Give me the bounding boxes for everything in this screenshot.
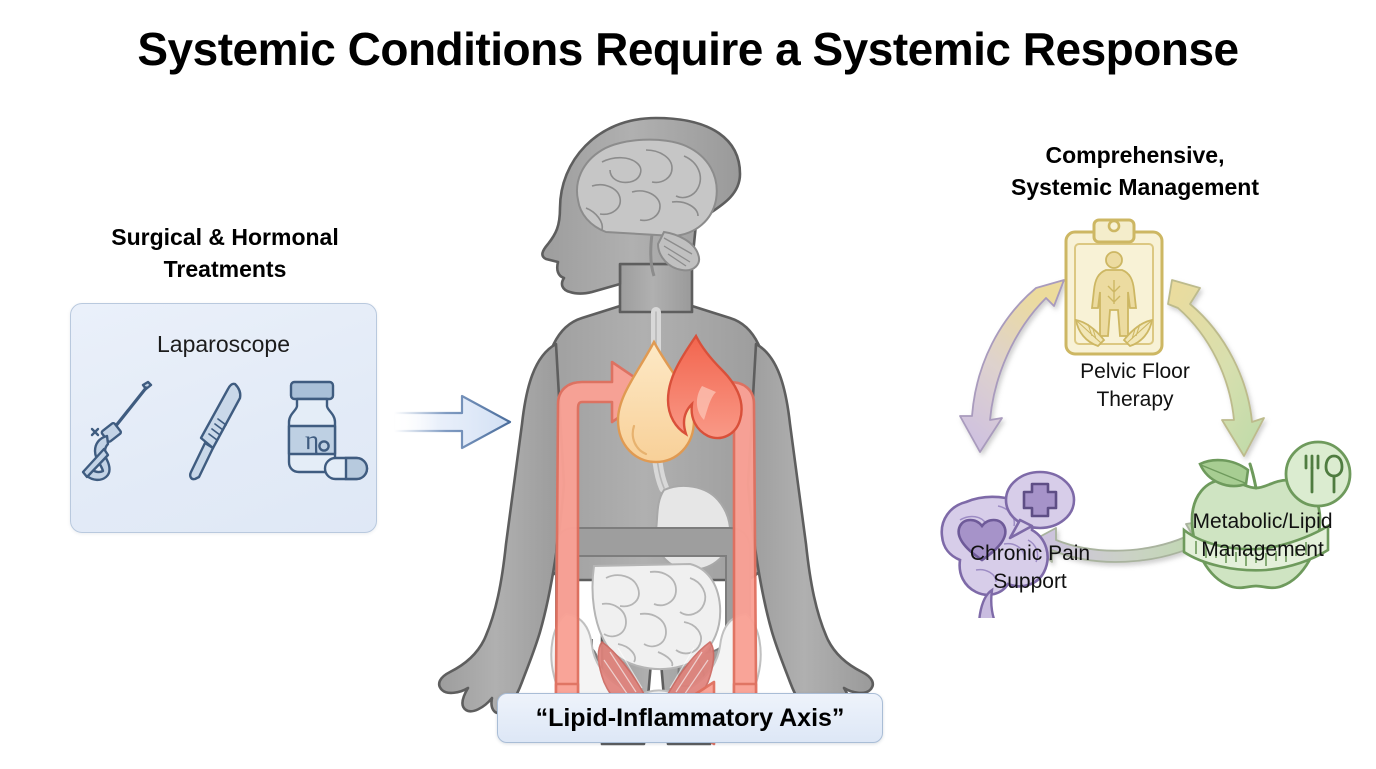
lipid-inflammatory-axis-caption: “Lipid-Inflammatory Axis” bbox=[497, 693, 883, 743]
brain-organ bbox=[576, 138, 718, 277]
treatment-icon-group: η bbox=[71, 376, 376, 493]
left-panel-heading: Surgical & Hormonal Treatments bbox=[60, 222, 390, 285]
svg-text:η: η bbox=[304, 425, 318, 455]
heart-icon bbox=[957, 518, 1007, 562]
transition-arrow bbox=[392, 388, 514, 461]
metabolic-lipid-management-icon bbox=[1182, 440, 1352, 590]
metabolic-label-line2: Management bbox=[1201, 537, 1324, 561]
left-panel-heading-line1: Surgical & Hormonal bbox=[111, 224, 339, 250]
laparoscope-instrument-icon bbox=[77, 376, 163, 493]
pelvic-floor-therapy-label: Pelvic Floor Therapy bbox=[1015, 358, 1255, 413]
chronic-label-line1: Chronic Pain bbox=[969, 542, 1091, 565]
metabolic-label-line1: Metabolic/Lipid bbox=[1192, 510, 1333, 533]
fork-tines bbox=[1304, 454, 1320, 470]
human-body-silhouette bbox=[406, 104, 966, 769]
chronic-label-line2: Support bbox=[993, 569, 1067, 593]
arrow-pain-to-pelvic bbox=[959, 279, 1065, 453]
flame-icon bbox=[666, 333, 743, 440]
chronic-pain-support-label: Chronic Pain Support bbox=[915, 540, 1145, 595]
capsule-pill-icon bbox=[323, 457, 368, 481]
right-panel-heading-line1: Comprehensive, bbox=[1045, 142, 1225, 168]
pelvic-label-line2: Therapy bbox=[1096, 387, 1174, 411]
management-cycle-diagram bbox=[940, 218, 1352, 618]
arrow-pelvic-to-metabolic bbox=[1167, 279, 1265, 457]
comprehensive-management-panel: Comprehensive, Systemic Management bbox=[910, 140, 1360, 618]
plus-icon bbox=[1022, 482, 1058, 518]
hormone-vial-icon: η bbox=[267, 376, 371, 493]
apple-leaf bbox=[1198, 458, 1250, 488]
treatment-box[interactable]: Laparoscope bbox=[70, 303, 377, 534]
lipid-droplet-flame-icon bbox=[616, 333, 743, 464]
measuring-tape bbox=[1182, 523, 1330, 572]
treatment-box-label: Laparoscope bbox=[157, 331, 290, 358]
small-intestine-organ bbox=[591, 562, 722, 670]
surgical-hormonal-panel: Surgical & Hormonal Treatments Laparosco… bbox=[60, 222, 390, 534]
right-panel-heading-line2: Systemic Management bbox=[1011, 173, 1259, 200]
left-panel-heading-line2: Treatments bbox=[163, 255, 287, 282]
metabolic-lipid-management-label: Metabolic/Lipid Management bbox=[1150, 508, 1375, 563]
right-panel-heading: Comprehensive, Systemic Management bbox=[910, 140, 1360, 203]
scalpel-icon bbox=[179, 376, 251, 493]
pelvic-label-line1: Pelvic Floor bbox=[1080, 360, 1190, 383]
pelvic-floor-therapy-icon bbox=[1064, 218, 1164, 356]
page-title: Systemic Conditions Require a Systemic R… bbox=[137, 23, 1239, 75]
chronic-pain-support-icon bbox=[940, 470, 1076, 618]
